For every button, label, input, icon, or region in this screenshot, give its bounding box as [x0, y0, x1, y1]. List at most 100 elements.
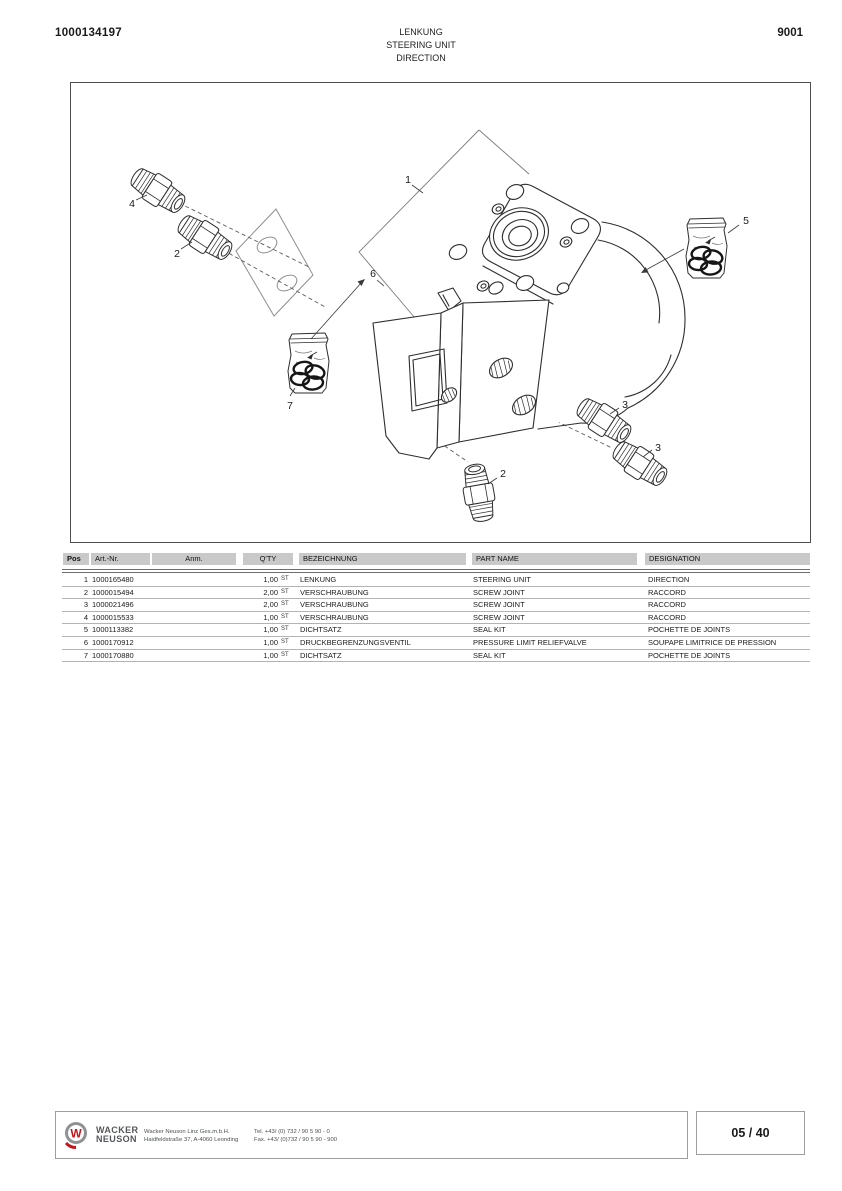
col-header-qty: Q'TY	[243, 553, 293, 565]
seal-kit-bag-pos7	[286, 331, 331, 395]
cell-pos: 4	[83, 612, 88, 622]
cell-artnr: 1000170912	[92, 637, 134, 647]
table-row: 2 1000015494 2,00 ST VERSCHRAUBUNG SCREW…	[62, 587, 810, 600]
title-german: LENKUNG	[399, 27, 443, 37]
cell-bezeichnung: VERSCHRAUBUNG	[300, 600, 369, 610]
company-tel: Tel. +43/ (0) 732 / 90 5 90 - 0	[254, 1129, 330, 1135]
steering-unit-body	[372, 180, 686, 460]
cell-qty: 1,00	[263, 650, 278, 660]
company-name: Wacker Neuson Linz Ges.m.b.H.	[144, 1129, 230, 1135]
cell-designation: RACCORD	[648, 600, 686, 610]
screw-joint-pos2	[172, 208, 238, 267]
arrowhead	[357, 279, 365, 286]
cell-designation: RACCORD	[648, 587, 686, 597]
seal-kit-bag-pos5	[684, 216, 729, 280]
mounting-plane-outline	[358, 129, 530, 332]
cell-partname: SCREW JOINT	[473, 612, 525, 622]
cell-unit: ST	[281, 588, 289, 595]
cell-unit: ST	[281, 576, 289, 582]
callout-5: 5	[743, 215, 749, 227]
cell-artnr: 1000113382	[92, 625, 134, 635]
cell-unit: ST	[281, 651, 289, 658]
cell-partname: SCREW JOINT	[473, 600, 525, 610]
callout-4: 4	[129, 198, 135, 210]
wacker-neuson-logo-icon: W	[65, 1122, 87, 1149]
title-french: DIRECTION	[396, 53, 446, 63]
cell-bezeichnung: DICHTSATZ	[300, 625, 342, 635]
mount-tab	[437, 287, 462, 312]
cell-artnr: 1000015494	[92, 587, 134, 597]
callout-leaders	[135, 184, 740, 485]
col-header-partname: PART NAME	[472, 553, 637, 565]
bracket-window	[408, 348, 448, 412]
cell-designation: POCHETTE DE JOINTS	[648, 625, 731, 635]
port-plate	[235, 208, 314, 317]
cell-designation: SOUPAPE LIMITRICE DE PRESSION	[648, 637, 777, 647]
cell-bezeichnung: VERSCHRAUBUNG	[300, 612, 369, 622]
cell-designation: POCHETTE DE JOINTS	[648, 650, 731, 660]
company-street: Haidfeldstraße 37, A-4060 Leonding	[144, 1136, 239, 1143]
cell-unit: ST	[281, 626, 289, 633]
bolt-holes	[448, 184, 590, 294]
cell-unit: ST	[281, 601, 289, 608]
cell-bezeichnung: DRUCKBEGRENZUNGSVENTIL	[300, 637, 411, 647]
callout-6: 6	[370, 268, 376, 280]
cell-bezeichnung: DICHTSATZ	[300, 650, 342, 660]
arrowhead	[641, 267, 649, 273]
cell-qty: 2,00	[263, 587, 278, 597]
col-header-artnr: Art.-Nr.	[91, 553, 150, 565]
parts-table: Pos Art.-Nr. Anm. Q'TY BEZEICHNUNG PART …	[62, 552, 810, 663]
cell-pos: 1	[83, 575, 88, 584]
cell-artnr: 1000015533	[92, 612, 134, 622]
cell-designation: DIRECTION	[648, 575, 690, 584]
callout-2b: 2	[500, 468, 506, 480]
cell-pos: 6	[83, 637, 88, 647]
page-number: 05 / 40	[731, 1126, 770, 1140]
threaded-port	[511, 394, 537, 416]
cell-qty: 2,00	[263, 600, 278, 610]
page-number-box: 05 / 40	[696, 1111, 805, 1155]
table-row: 3 1000021496 2,00 ST VERSCHRAUBUNG SCREW…	[62, 599, 810, 612]
brand-wordmark: WACKER NEUSON	[96, 1126, 138, 1143]
cell-partname: PRESSURE LIMIT RELIEFVALVE	[473, 637, 587, 647]
cell-qty: 1,00	[263, 625, 278, 635]
cell-pos: 7	[83, 650, 88, 660]
table-row: 7 1000170880 1,00 ST DICHTSATZ SEAL KIT …	[62, 650, 810, 663]
cell-artnr: 1000170880	[92, 650, 134, 660]
cell-qty: 1,00	[263, 612, 278, 622]
threaded-port	[440, 387, 458, 403]
cell-artnr: 1000021496	[92, 600, 134, 610]
cell-qty: 1,00	[263, 637, 278, 647]
table-row: 6 1000170912 1,00 ST DRUCKBEGRENZUNGSVEN…	[62, 637, 810, 650]
document-number: 1000134197	[55, 27, 122, 39]
col-header-pos: Pos	[63, 553, 89, 565]
header-divider	[62, 569, 810, 573]
brand-line1: WACKER	[96, 1125, 139, 1135]
cell-unit: ST	[281, 613, 289, 620]
callout-1: 1	[405, 174, 411, 186]
cell-unit: ST	[281, 638, 289, 645]
screw-joint-pos2-bottom	[458, 461, 500, 525]
col-header-anm: Anm.	[152, 553, 236, 565]
threaded-port	[488, 357, 514, 379]
mount-bracket	[372, 312, 442, 460]
callout-3b: 3	[655, 442, 661, 454]
page-title: LENKUNG STEERING UNIT DIRECTION	[0, 26, 842, 65]
table-row: 4 1000015533 1,00 ST VERSCHRAUBUNG SCREW…	[62, 612, 810, 625]
steering-column-boss	[489, 207, 549, 261]
parts-table-header: Pos Art.-Nr. Anm. Q'TY BEZEICHNUNG PART …	[62, 552, 810, 566]
cell-partname: SEAL KIT	[473, 625, 506, 635]
cell-partname: STEERING UNIT	[473, 575, 531, 584]
company-contact: Tel. +43/ (0) 732 / 90 5 90 - 0 Fax. +43…	[254, 1129, 337, 1144]
callout-7: 7	[287, 400, 293, 412]
cell-qty: 1,00	[263, 575, 278, 584]
callout-numbers: 1 6 4 2 2 3 3 5 7	[129, 174, 749, 480]
cell-artnr: 1000165480	[92, 575, 134, 584]
col-header-designation: DESIGNATION	[645, 553, 810, 565]
cell-partname: SEAL KIT	[473, 650, 506, 660]
gerotor-housing	[601, 221, 686, 409]
title-english: STEERING UNIT	[386, 40, 456, 50]
col-header-bezeichnung: BEZEICHNUNG	[299, 553, 466, 565]
table-row: 5 1000113382 1,00 ST DICHTSATZ SEAL KIT …	[62, 624, 810, 637]
